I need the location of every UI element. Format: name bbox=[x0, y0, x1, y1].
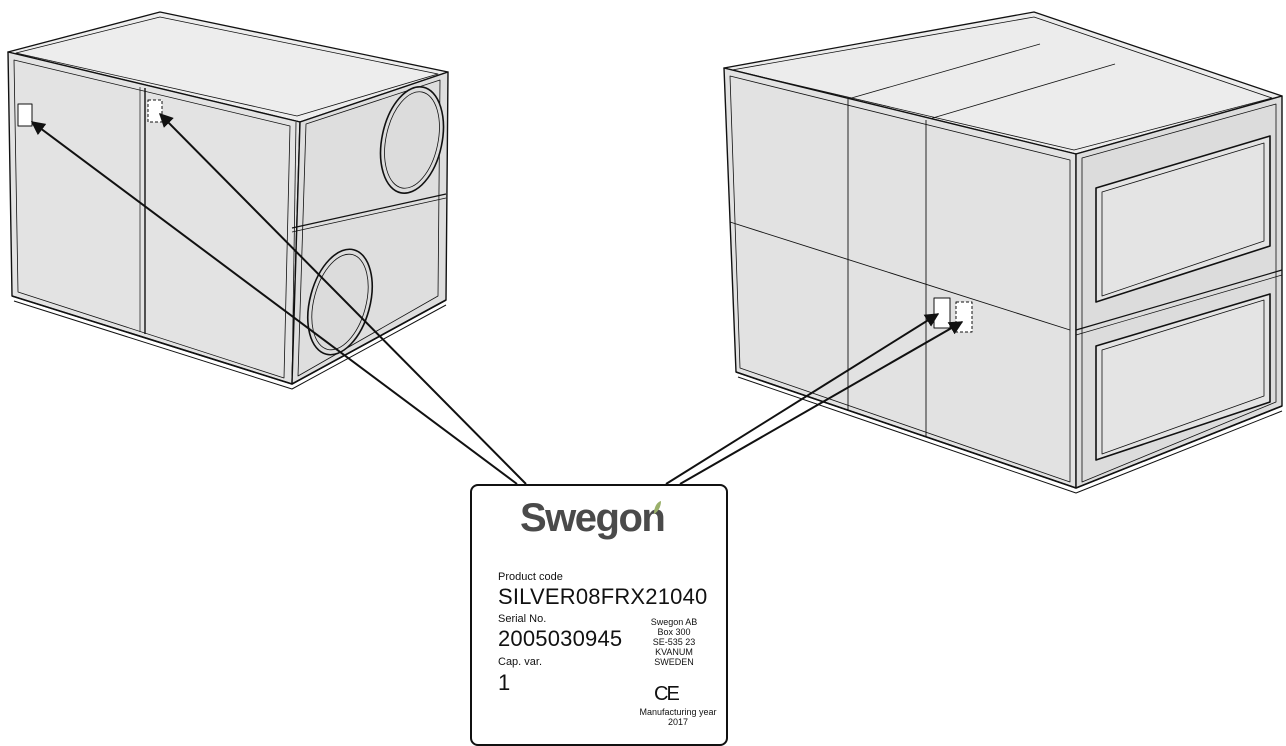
address-line: SE-535 23 bbox=[652, 637, 696, 647]
product-code-value: SILVER08FRX21040 bbox=[498, 584, 708, 609]
address-line: Swegon AB bbox=[650, 617, 698, 627]
manufacturing-year-value: 2017 bbox=[667, 717, 689, 727]
capacity-variant-label: Cap. var. bbox=[498, 656, 543, 668]
manufacturing-year-label: Manufacturing year bbox=[639, 707, 717, 717]
right-unit-label-position-1 bbox=[933, 297, 951, 329]
right-unit-label-position-2 bbox=[955, 301, 973, 333]
capacity-variant-value: 1 bbox=[498, 670, 511, 695]
left-unit-label-position-1 bbox=[17, 103, 33, 127]
address-line: Box 300 bbox=[657, 627, 691, 637]
pointer-arrows bbox=[30, 113, 964, 485]
right-unit-lower-panel bbox=[1095, 293, 1271, 461]
arrow-to-right-position-2 bbox=[679, 321, 964, 485]
right-air-handling-unit bbox=[723, 11, 1283, 494]
serial-number-label: Serial No. bbox=[498, 613, 547, 625]
left-unit-upper-duct bbox=[379, 86, 445, 194]
product-rating-plate: Swegon Product code SILVER08FRX21040 Ser… bbox=[470, 484, 728, 746]
left-air-handling-unit bbox=[7, 11, 449, 390]
arrow-to-left-position-2 bbox=[159, 113, 527, 485]
brand-logo: Swegon bbox=[520, 496, 666, 540]
address-line: KVANUM bbox=[655, 647, 693, 657]
arrow-to-right-position-1 bbox=[665, 313, 940, 485]
left-unit-lower-duct bbox=[307, 248, 373, 356]
arrow-to-left-position-1 bbox=[30, 121, 518, 485]
manufacturer-address: Swegon AB Box 300 SE-535 23 KVANUM SWEDE… bbox=[628, 617, 720, 667]
right-unit-upper-panel bbox=[1095, 135, 1271, 303]
address-line: SWEDEN bbox=[654, 657, 694, 667]
leaf-icon bbox=[654, 501, 661, 514]
left-unit-label-position-2 bbox=[147, 99, 163, 123]
product-code-label: Product code bbox=[498, 571, 563, 583]
ce-mark: CE bbox=[654, 683, 680, 705]
manufacturing-year: Manufacturing year 2017 bbox=[622, 707, 734, 727]
serial-number-value: 2005030945 bbox=[498, 626, 623, 651]
